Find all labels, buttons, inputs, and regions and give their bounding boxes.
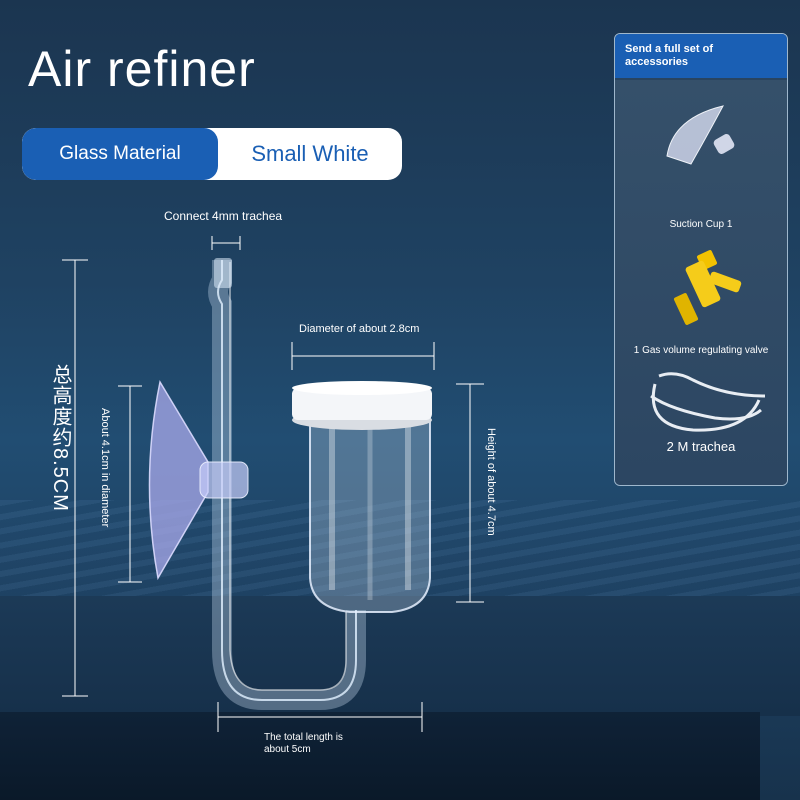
accessories-list: Suction Cup 1 1 Gas volume regulating va…: [615, 80, 787, 485]
accessory-label-suction-cup: Suction Cup 1: [669, 219, 733, 230]
suction-cup-mounted: [148, 379, 249, 581]
diffuser-cup: [292, 381, 432, 613]
accessory-label-valve: 1 Gas volume regulating valve: [633, 345, 769, 356]
total-height-label: 总高度约8.5CM: [49, 364, 71, 512]
option-color-button[interactable]: Small White: [251, 141, 369, 166]
table-front: [0, 712, 760, 800]
option-material-button[interactable]: Glass Material: [22, 128, 218, 180]
suction-diameter-label: About 4.1cm in diameter: [99, 408, 111, 528]
total-length-label-line1: The total length is: [264, 732, 343, 743]
suction-cup-icon: [666, 105, 735, 165]
diameter-label: Diameter of about 2.8cm: [299, 323, 420, 335]
glass-tube: [208, 260, 366, 710]
dimension-lines: [62, 236, 484, 732]
valve-icon: [673, 250, 742, 325]
page-title: Air refiner: [28, 41, 256, 97]
accessory-label-tubing: 2 M trachea: [666, 439, 736, 454]
trachea-connect-label: Connect 4mm trachea: [164, 209, 283, 223]
accessories-header-text: Send a full set of accessories: [625, 43, 714, 68]
tube-tip: [214, 258, 232, 288]
total-length-label-line2: about 5cm: [264, 744, 311, 755]
accessories-header: Send a full set of accessories: [615, 34, 787, 78]
accessories-panel: Send a full set of accessories Suction C…: [614, 33, 788, 486]
height-label: Height of about 4.7cm: [485, 428, 497, 536]
tubing-icon: [650, 372, 766, 432]
table-surface: [0, 596, 800, 716]
option-selector: Glass Material Small White: [22, 128, 402, 180]
